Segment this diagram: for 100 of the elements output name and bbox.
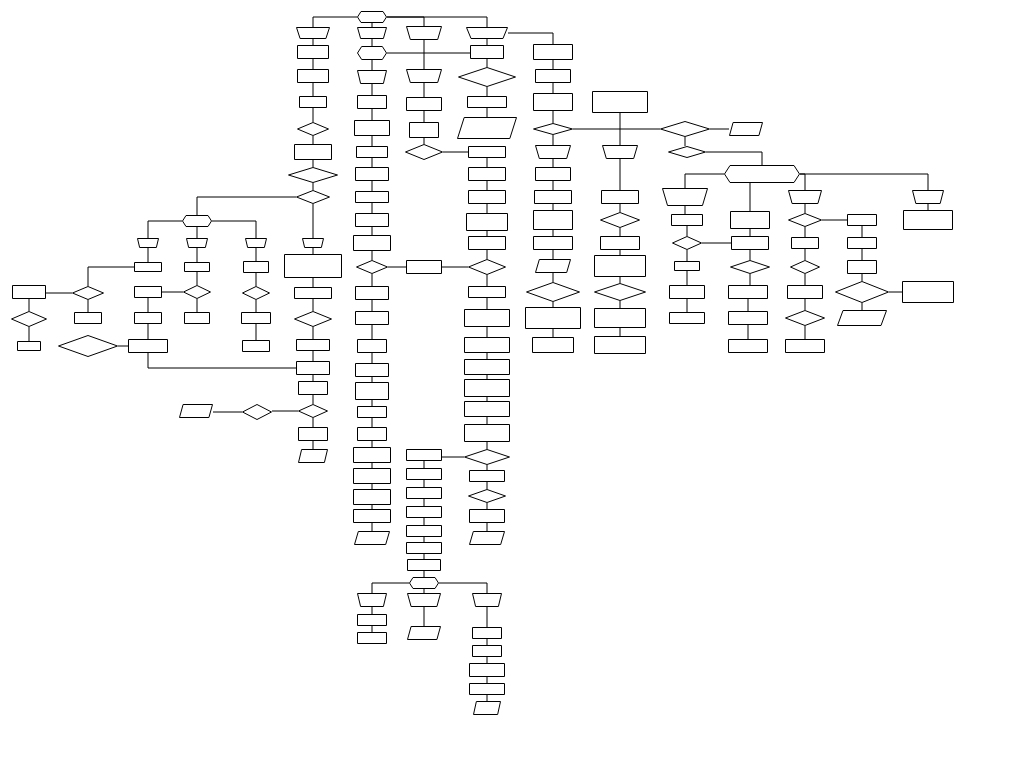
connector-line [371, 83, 373, 96]
connector-line [371, 462, 373, 469]
data-parallelogram [729, 122, 763, 136]
process-box [533, 93, 573, 111]
connector-line [486, 441, 488, 450]
data-parallelogram [473, 701, 501, 715]
process-box [464, 379, 510, 397]
connector-line [486, 326, 488, 338]
manual-operation-trapezoid [472, 593, 502, 607]
connector-line [371, 135, 373, 147]
process-box [534, 190, 572, 204]
process-box [406, 97, 442, 111]
connector-line [312, 135, 314, 145]
connector-line [312, 38, 314, 46]
connector-line [423, 460, 425, 469]
decision-diamond [58, 335, 118, 357]
process-box [406, 260, 442, 274]
data-parallelogram [837, 310, 887, 326]
process-box [297, 45, 329, 59]
process-box [128, 339, 168, 353]
process-box [407, 559, 441, 571]
process-box [728, 311, 768, 325]
connector-line [861, 248, 863, 261]
connector-line [371, 352, 373, 364]
process-box [601, 190, 639, 204]
connector-line [804, 226, 806, 238]
connector-line [312, 277, 314, 288]
decision-diamond [785, 310, 825, 326]
connector-line [371, 157, 373, 168]
process-box [355, 213, 389, 227]
connector-line [423, 39, 425, 70]
connector-line [486, 396, 488, 402]
process-box [406, 468, 442, 480]
connector-line [312, 203, 314, 239]
connector-line [486, 502, 488, 510]
connector-line [196, 196, 297, 216]
connector-line [423, 479, 425, 488]
process-box [847, 214, 877, 226]
connector-line [423, 536, 425, 543]
connector-line [312, 16, 358, 28]
connector-line [686, 298, 688, 313]
connector-line [486, 86, 488, 97]
connector-line [552, 203, 554, 211]
connector-line [619, 300, 621, 309]
process-box [409, 122, 439, 138]
connector-line [552, 301, 554, 308]
process-box [731, 236, 769, 250]
process-box [355, 363, 389, 377]
process-box [296, 361, 330, 375]
manual-operation-trapezoid [357, 593, 387, 607]
connector-line [312, 417, 314, 428]
process-box [533, 44, 573, 60]
manual-operation-trapezoid [662, 188, 708, 206]
connector-line [423, 588, 425, 594]
process-box [469, 470, 505, 482]
decision-diamond [11, 311, 47, 327]
connector-line [701, 242, 732, 244]
process-box [594, 255, 646, 277]
process-box [294, 144, 332, 160]
connector-line [312, 159, 314, 168]
decision-diamond [72, 286, 104, 300]
connector-line [486, 464, 488, 471]
manual-operation-trapezoid [466, 27, 508, 39]
connector-line [312, 350, 314, 362]
process-box [728, 339, 768, 353]
connector-line [804, 203, 806, 214]
process-box [728, 285, 768, 299]
connector-line [371, 582, 410, 594]
decision-diamond [183, 285, 211, 299]
connector-line [749, 249, 751, 261]
process-box [468, 167, 506, 181]
manual-operation-trapezoid [245, 238, 267, 248]
process-box [406, 525, 442, 537]
connector-line [196, 298, 198, 313]
process-box [134, 262, 162, 272]
connector-line [255, 323, 257, 341]
connector-line [686, 225, 688, 237]
connector-line [486, 522, 488, 532]
manual-operation-trapezoid [535, 145, 571, 159]
connector-line [87, 266, 135, 287]
connector-line [423, 498, 425, 507]
connector-line [749, 273, 751, 286]
connector-line [507, 32, 554, 45]
connector-line [161, 291, 184, 293]
process-box [469, 683, 505, 695]
process-box [468, 146, 506, 158]
manual-operation-trapezoid [406, 69, 442, 83]
process-box [669, 285, 705, 299]
process-box [466, 213, 508, 231]
connector-line [371, 273, 373, 287]
process-box [525, 307, 581, 329]
connector-line [486, 180, 488, 191]
process-box [467, 96, 507, 108]
connector-line [312, 394, 314, 405]
connector-line [371, 59, 373, 71]
connector-line [386, 16, 488, 28]
process-box [847, 237, 877, 249]
process-box [355, 191, 389, 203]
process-box [354, 120, 390, 136]
connector-line [371, 522, 373, 532]
